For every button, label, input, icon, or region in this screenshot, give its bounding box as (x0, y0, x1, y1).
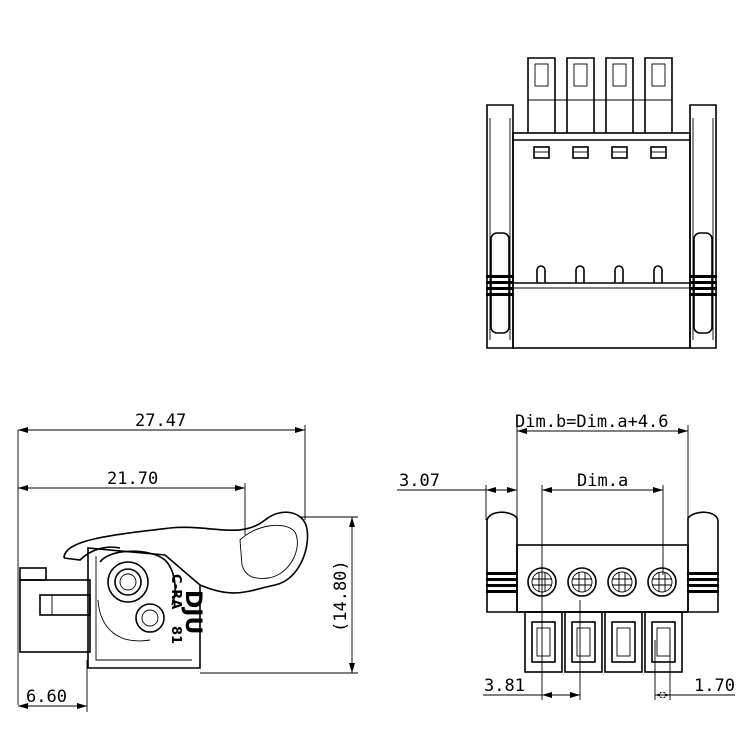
dim-slot-width: 1.70 (694, 676, 735, 696)
part-code-line2: 81 (168, 626, 183, 644)
dim-a-label: Dim.a (577, 471, 628, 491)
top-pin-arches (536, 265, 663, 283)
wire-entries (524, 611, 683, 673)
front-view (397, 425, 735, 700)
dim-pin-offset: 6.60 (26, 687, 67, 707)
side-view: C-RA 81 DJU (17, 425, 358, 712)
dim-edge-offset: 3.07 (399, 471, 440, 491)
part-logo: DJU (180, 590, 205, 634)
dim-b-formula: Dim.b=Dim.a+4.6 (515, 412, 669, 432)
part-code-line1: C-RA (168, 574, 183, 609)
dim-overall-length: 27.47 (135, 411, 186, 431)
dim-height: (14.80) (331, 560, 351, 632)
top-slots (533, 146, 667, 159)
front-screws (527, 567, 677, 597)
top-levers (527, 57, 673, 133)
dim-lever-length: 21.70 (107, 469, 158, 489)
top-view (486, 57, 717, 349)
dim-pitch: 3.81 (484, 676, 525, 696)
